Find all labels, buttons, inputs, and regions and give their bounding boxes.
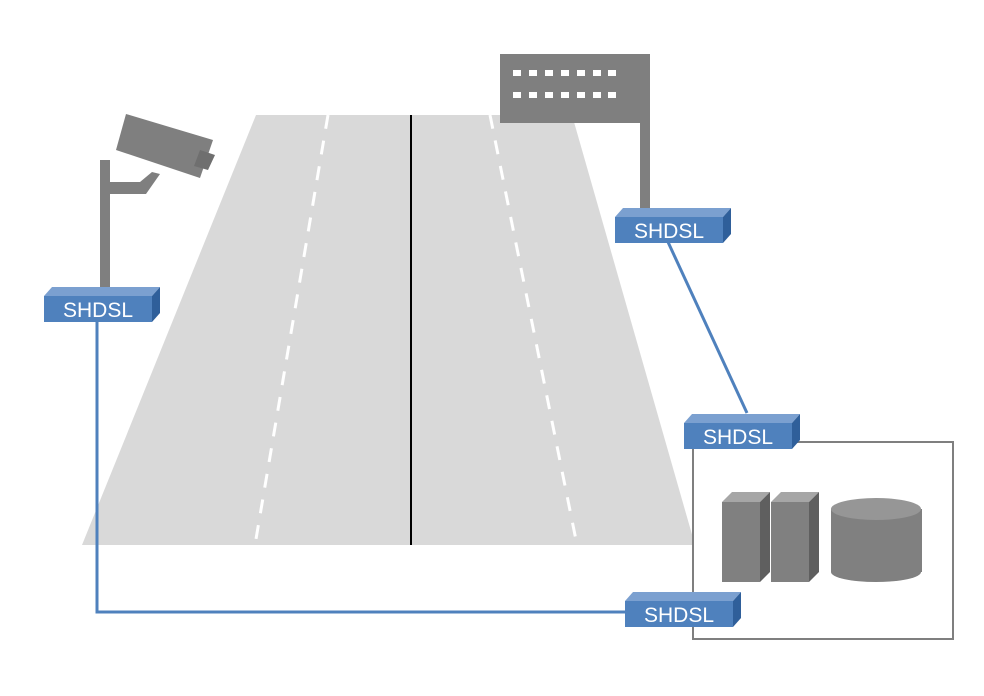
database-icon	[831, 498, 922, 582]
link-camera-to-center	[95, 322, 627, 614]
modem-label: SHDSL	[634, 220, 704, 243]
shdsl-modem-camera: SHDSL	[44, 287, 160, 322]
modem-label: SHDSL	[63, 299, 133, 322]
shdsl-modem-sign: SHDSL	[615, 208, 731, 243]
modem-label: SHDSL	[644, 604, 714, 627]
variable-message-sign-icon	[500, 54, 650, 210]
lane-marking-left	[253, 114, 330, 546]
link-sign-to-center	[666, 241, 749, 414]
cctv-camera-icon	[100, 114, 215, 288]
modem-label: SHDSL	[703, 426, 773, 449]
shdsl-modem-center-top: SHDSL	[684, 414, 800, 449]
shdsl-modem-center-bottom: SHDSL	[625, 592, 741, 627]
server-icon	[722, 492, 819, 582]
highway-road	[82, 114, 695, 546]
shdsl-links	[95, 241, 749, 614]
lane-marking-right	[488, 114, 579, 546]
